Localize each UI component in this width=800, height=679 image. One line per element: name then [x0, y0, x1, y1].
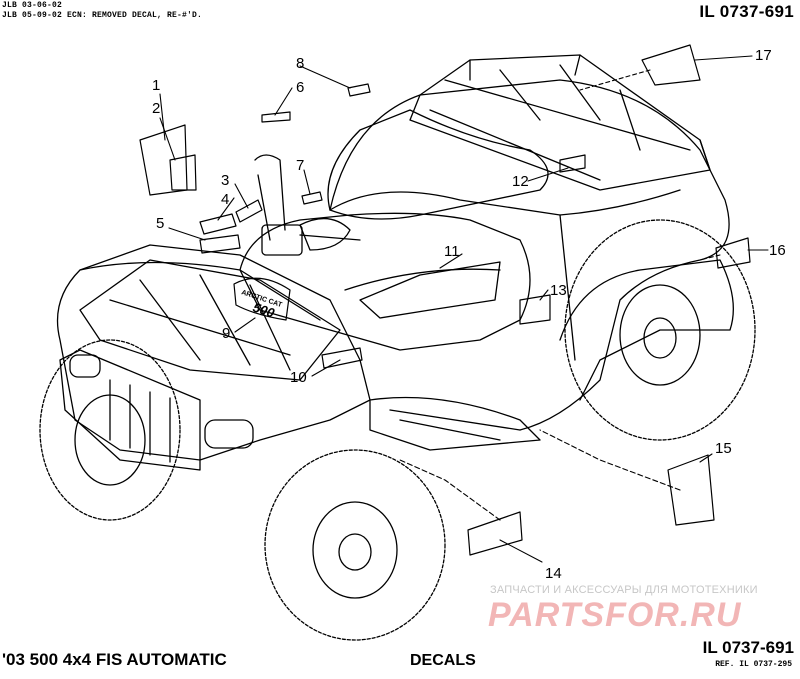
decal-10: [321, 347, 363, 369]
decal-17: [641, 44, 701, 86]
decal-9-arctic-cat: [233, 277, 291, 321]
callout-5: 5: [156, 215, 165, 232]
decal-12: [559, 154, 586, 173]
callout-7: 7: [296, 157, 305, 174]
callout-17: 17: [755, 47, 772, 64]
revision-line-1: JLB 03-06-02: [2, 1, 63, 10]
illustration-number-bottom: IL 0737-691: [702, 638, 794, 657]
handlebar: [254, 154, 361, 256]
rear-rack: [409, 54, 711, 191]
revision-line-2: JLB 05-09-02 ECN: REMOVED DECAL, RE-#'D.: [2, 11, 203, 20]
front-rack: [79, 259, 341, 381]
decal-1: [139, 124, 188, 196]
decal-16: [715, 237, 751, 269]
decal-14: [467, 511, 523, 556]
callout-15: 15: [715, 440, 732, 457]
callout-1: 1: [152, 77, 161, 94]
callout-2: 2: [152, 100, 161, 117]
decal-2: [169, 154, 197, 191]
decal-15: [667, 454, 715, 526]
center-body: [239, 212, 531, 351]
diagram-title: DECALS: [410, 652, 476, 669]
rear-fender: [329, 79, 730, 431]
seat: [327, 109, 549, 220]
front-fender: [56, 244, 371, 461]
callout-6: 6: [296, 79, 305, 96]
watermark-subtitle: ЗАПЧАСТИ И АКСЕССУАРЫ ДЛЯ МОТОТЕХНИКИ: [490, 584, 758, 596]
model-name: '03 500 4x4 FIS AUTOMATIC: [2, 650, 227, 669]
arctic-cat-decal-text: ARCTIC CAT 500: [240, 289, 283, 321]
callout-4: 4: [221, 191, 230, 208]
leader-lines: [159, 55, 769, 563]
callout-13: 13: [550, 282, 567, 299]
decal-5: [199, 234, 241, 254]
illustration-number-top: IL 0737-691: [699, 2, 794, 21]
callout-12: 12: [512, 173, 529, 190]
decal-7: [301, 191, 323, 205]
callout-9: 9: [222, 325, 231, 342]
decal-3: [235, 199, 263, 223]
callout-10: 10: [290, 369, 307, 386]
decal-13: [519, 294, 551, 325]
rear-lower-fender: [559, 259, 734, 401]
callout-16: 16: [769, 242, 786, 259]
reference-number: REF. IL 0737-295: [715, 660, 792, 669]
callout-14: 14: [545, 565, 562, 582]
callout-11: 11: [444, 243, 460, 260]
footwell: [369, 396, 541, 451]
front-grille: [59, 349, 254, 471]
watermark-logo: PARTSFOR.RU: [488, 596, 742, 634]
decal-4: [199, 213, 237, 235]
decals: [139, 44, 751, 556]
decal-6: [261, 111, 291, 123]
callout-8: 8: [296, 55, 305, 72]
decal-size-text: 500: [251, 300, 277, 321]
decal-8: [347, 83, 371, 97]
callout-3: 3: [221, 172, 230, 189]
side-graphic: [359, 261, 501, 319]
front-right-wheel: [264, 449, 446, 641]
